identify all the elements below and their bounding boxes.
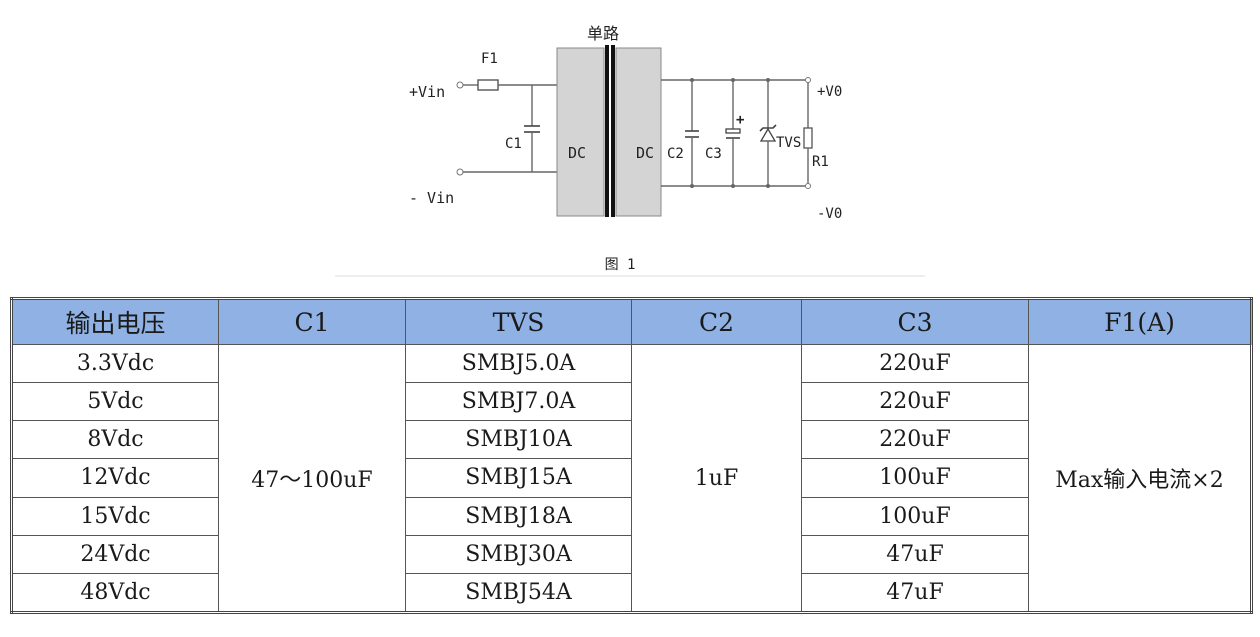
table-row: 48Vdc SMBJ54A 47uF — [11, 572, 1252, 614]
table-row: 12Vdc SMBJ15A 100uF — [11, 458, 1252, 498]
header-f1: F1(A) — [1028, 298, 1252, 345]
header-output-voltage: 输出电压 — [11, 298, 219, 345]
r1-label: R1 — [812, 154, 829, 170]
output-voltage-cell: 24Vdc — [11, 534, 219, 574]
header-c3: C3 — [801, 298, 1029, 345]
c1-value-cell: 47～100uF — [218, 344, 406, 613]
vo-neg-label: -V0 — [817, 206, 842, 222]
tvs-cell: SMBJ15A — [405, 458, 632, 498]
f1-value-cell: Max输入电流×2 — [1028, 344, 1252, 613]
tvs-junction-bottom — [766, 184, 770, 188]
c3-cell: 47uF — [801, 572, 1029, 614]
tvs-cell: SMBJ54A — [405, 572, 632, 614]
tvs-cell: SMBJ30A — [405, 534, 632, 574]
transformer-bar-left — [605, 45, 609, 217]
c3-cell: 220uF — [801, 420, 1029, 460]
c3-cell: 100uF — [801, 496, 1029, 536]
c2-junction-top — [690, 78, 694, 82]
header-c2: C2 — [631, 298, 802, 345]
dc-input-label: DC — [568, 144, 586, 162]
dc-input-block — [556, 47, 605, 217]
dc-output-block — [615, 47, 662, 217]
vo-pos-terminal — [805, 77, 811, 83]
c3-junction-bottom — [731, 184, 735, 188]
c3-polarity-label: + — [736, 112, 744, 128]
output-voltage-cell: 12Vdc — [11, 458, 219, 498]
vin-pos-terminal — [456, 81, 464, 89]
fuse-label: F1 — [481, 51, 498, 67]
table-row: 8Vdc SMBJ10A 220uF — [11, 420, 1252, 460]
tvs-cell: SMBJ7.0A — [405, 382, 632, 422]
c3-plate-top — [725, 128, 741, 134]
component-spec-table: 输出电压 C1 TVS C2 C3 F1(A) 3.3Vdc 47～100uF … — [10, 297, 1253, 614]
c3-cell: 100uF — [801, 458, 1029, 498]
table-row: 3.3Vdc 47～100uF SMBJ5.0A 1uF 220uF Max输入… — [11, 343, 1252, 613]
c3-junction-top — [731, 78, 735, 82]
tvs-diode-triangle — [759, 127, 777, 142]
dc-output-label: DC — [636, 144, 654, 162]
figure-caption: 图 1 — [605, 257, 636, 273]
tvs-junction-top — [766, 78, 770, 82]
c2-label: C2 — [667, 146, 684, 162]
vin-neg-terminal — [456, 168, 464, 176]
fuse-f1 — [477, 79, 499, 91]
header-tvs: TVS — [405, 298, 632, 345]
output-voltage-cell: 5Vdc — [11, 382, 219, 422]
table-row: 24Vdc SMBJ30A 47uF — [11, 534, 1252, 574]
c3-cell: 220uF — [801, 382, 1029, 422]
table-row: 15Vdc SMBJ18A 100uF — [11, 496, 1252, 536]
transformer-bar-right — [611, 45, 615, 217]
c2-value-cell: 1uF — [631, 344, 802, 613]
vo-neg-terminal — [805, 183, 811, 189]
c3-cell: 220uF — [801, 343, 1029, 384]
tvs-label: TVS — [776, 135, 801, 151]
vin-neg-label: - Vin — [409, 189, 454, 207]
c3-cell: 47uF — [801, 534, 1029, 574]
output-voltage-cell: 3.3Vdc — [11, 343, 219, 384]
c3-label: C3 — [705, 146, 722, 162]
vo-pos-label: +V0 — [817, 84, 842, 100]
diagram-title: 单路 — [587, 24, 619, 43]
output-voltage-cell: 48Vdc — [11, 572, 219, 614]
c1-label: C1 — [505, 136, 522, 152]
tvs-cell: SMBJ10A — [405, 420, 632, 460]
header-c1: C1 — [218, 298, 406, 345]
r1-resistor — [803, 127, 813, 149]
output-voltage-cell: 15Vdc — [11, 496, 219, 536]
tvs-cell: SMBJ5.0A — [405, 343, 632, 384]
table-header-row: 输出电压 C1 TVS C2 C3 F1(A) — [11, 298, 1252, 345]
output-voltage-cell: 8Vdc — [11, 420, 219, 460]
c2-junction-bottom — [690, 184, 694, 188]
circuit-diagram: 单路 +Vin - Vin F1 C1 DC DC C2 C3 + TVS R1… — [335, 24, 925, 277]
tvs-cell: SMBJ18A — [405, 496, 632, 536]
vin-pos-label: +Vin — [409, 83, 445, 101]
table-row: 5Vdc SMBJ7.0A 220uF — [11, 382, 1252, 422]
